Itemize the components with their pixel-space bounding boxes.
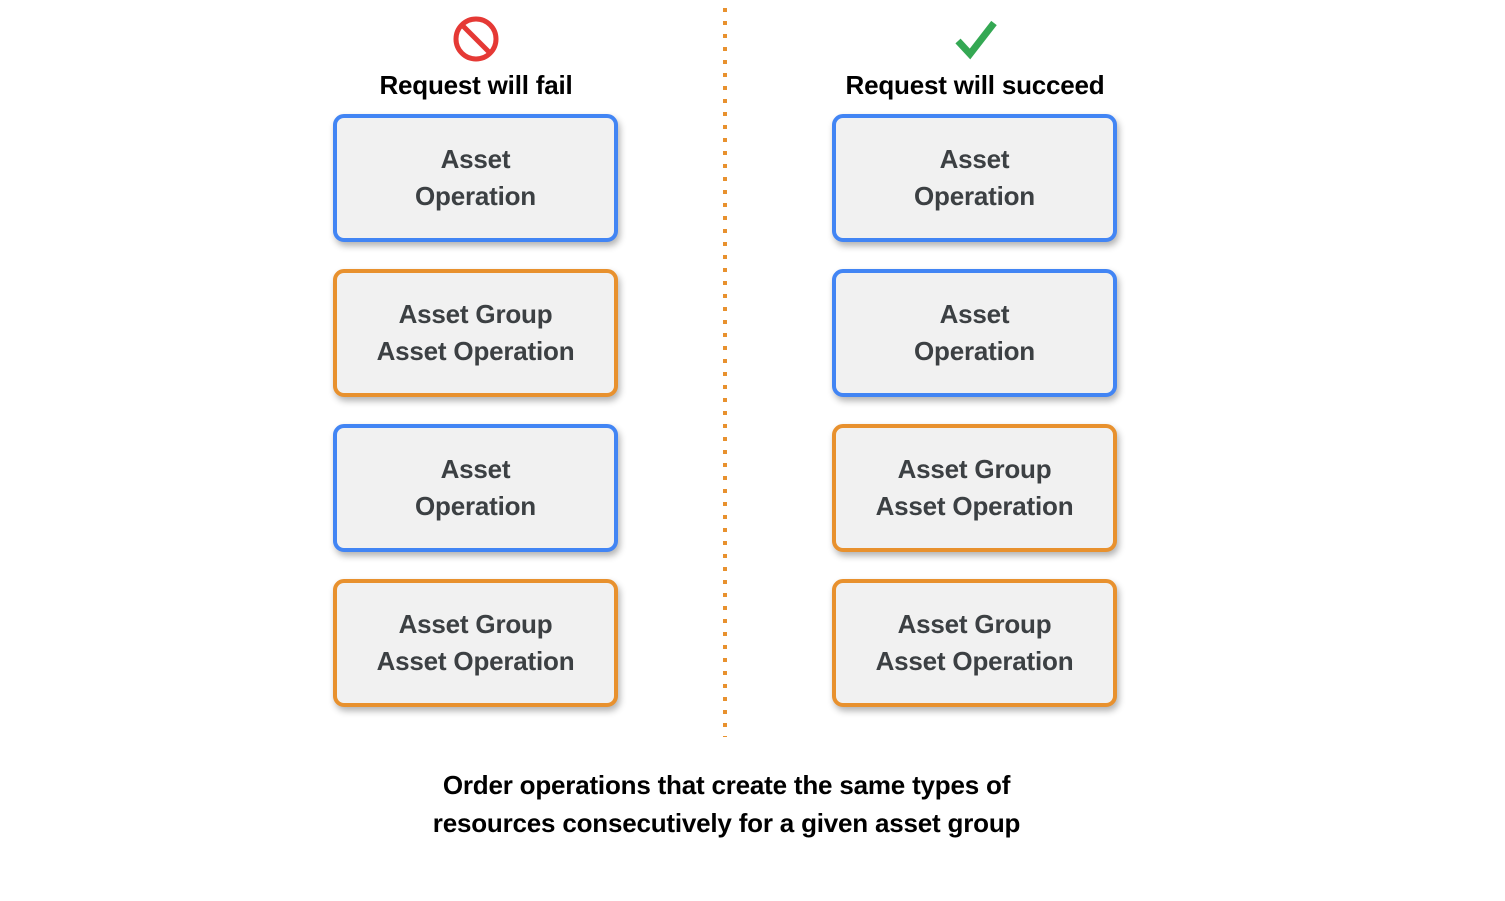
column-succeed-header: Request will succeed [810,12,1140,100]
card-label: Asset Group Asset Operation [376,299,575,366]
prohibition-icon [446,12,506,66]
card-asset-group-asset-operation: Asset Group Asset Operation [333,269,618,397]
card-label: Asset Operation [914,144,1035,211]
card-label: Asset Group Asset Operation [875,609,1074,676]
checkmark-icon [945,12,1005,66]
card-label: Asset Operation [914,299,1035,366]
column-succeed-card-stack: Asset Operation Asset Operation Asset Gr… [832,114,1117,734]
diagram-caption: Order operations that create the same ty… [432,770,1021,838]
card-asset-operation: Asset Operation [832,114,1117,242]
card-asset-operation: Asset Operation [333,424,618,552]
card-asset-group-asset-operation: Asset Group Asset Operation [832,579,1117,707]
card-label: Asset Group Asset Operation [376,609,575,676]
card-label: Asset Operation [415,144,536,211]
column-fail-card-stack: Asset Operation Asset Group Asset Operat… [333,114,618,734]
card-asset-group-asset-operation: Asset Group Asset Operation [333,579,618,707]
column-fail-title: Request will fail [379,70,573,100]
dotted-vertical-divider-icon [723,8,727,737]
column-succeed-title: Request will succeed [845,70,1105,100]
card-asset-group-asset-operation: Asset Group Asset Operation [832,424,1117,552]
card-asset-operation: Asset Operation [333,114,618,242]
card-label: Asset Group Asset Operation [875,454,1074,521]
column-fail-header: Request will fail [311,12,641,100]
card-label: Asset Operation [415,454,536,521]
card-asset-operation: Asset Operation [832,269,1117,397]
